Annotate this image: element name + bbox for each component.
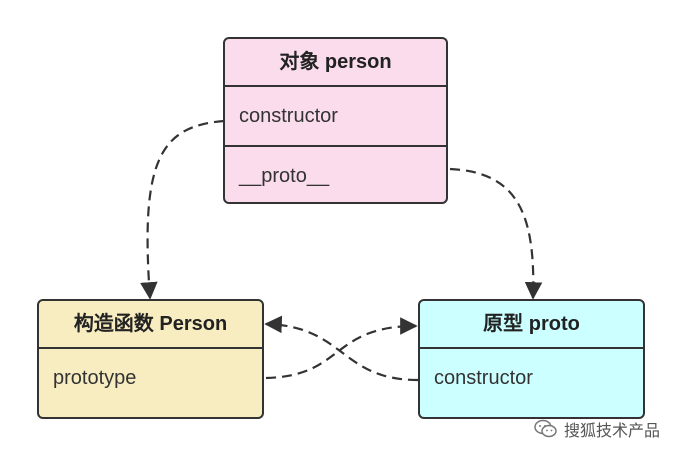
edge-proto-constructor-to-constructor-fn	[264, 315, 419, 382]
node-constructor-fn-field-prototype: prototype	[53, 367, 137, 389]
node-constructor-fn: 构造函数 Person prototype	[37, 299, 264, 419]
node-prototype: 原型 proto constructor	[418, 299, 645, 419]
edge-prototype-to-proto	[265, 317, 418, 380]
node-prototype-title: 原型 proto	[420, 301, 643, 349]
node-constructor-fn-title: 构造函数 Person	[39, 301, 262, 349]
node-person-field-constructor: constructor	[239, 105, 338, 127]
edge-person-proto-to-prototype	[449, 167, 543, 300]
node-person-title: 对象 person	[225, 39, 446, 87]
watermark: 搜狐技术产品	[534, 417, 660, 441]
node-prototype-field-constructor: constructor	[434, 367, 533, 389]
watermark-text: 搜狐技术产品	[563, 423, 660, 440]
node-person-field-proto: __proto__	[225, 145, 446, 202]
edge-person-constructor-to-constructor-fn	[140, 119, 225, 300]
wechat-icon	[534, 419, 557, 438]
node-person: 对象 person constructor __proto__	[223, 37, 448, 204]
